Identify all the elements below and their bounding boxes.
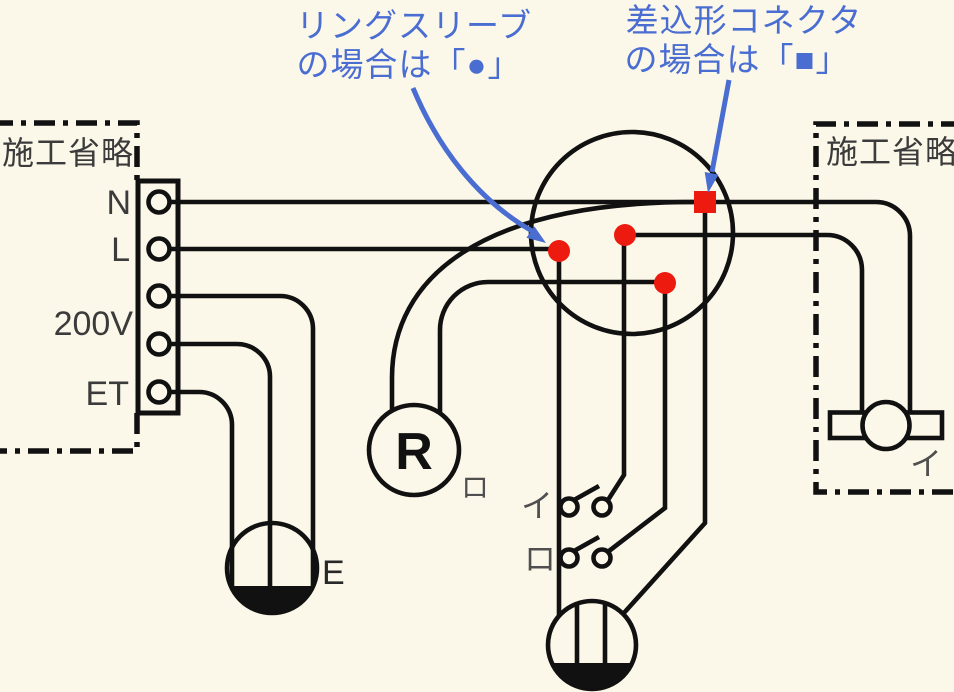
ring-sleeve-joint-1 [548,240,570,262]
switch-ro-blade [572,534,601,554]
ring-sleeve-arrowhead [526,226,546,243]
terminal-label-et: ET [86,375,129,413]
lamp-receptacle: R ロ [366,402,489,503]
ring-sleeve-note-line2: の場合は「●」 [297,46,522,83]
switch-ro-label: ロ [524,541,556,577]
lamp-receptacle-circuit-label: ロ [461,472,489,503]
push-connector-arrow [709,79,732,173]
terminal-label-n: N [106,184,131,222]
wire-earth [169,389,235,586]
source-panel: 施工省略 N L 200V ET [0,120,181,454]
outlet-200v: E [224,520,345,616]
wire-receptacle-to-joint3 [437,279,655,413]
ring-sleeve-arrow [410,87,534,234]
switch-i-terminal-right [591,496,613,518]
joints [548,191,716,294]
push-connector-note-line2: の場合は「■」 [625,41,850,78]
wire-switched-i-to-light [625,232,865,414]
ring-sleeve-joint-3 [654,272,676,294]
omitted-panel-label: 施工省略 [826,134,954,170]
terminal-label-l: L [111,231,130,269]
outlet-200v-wall-mark [230,586,314,613]
switch-i-label: イ [521,488,553,524]
wall-outlet-body [545,598,639,692]
fluorescent-light-label: イ [910,446,942,482]
terminal-200v-b [146,331,172,357]
outlet-200v-body [224,520,320,616]
wire-receptacle-neutral-sweep [389,199,696,411]
push-connector-note-line1: 差込形コネクタ [626,2,863,39]
fluorescent-light-circle [860,399,912,452]
switch-ro-terminal-right [591,547,613,569]
wire-200v-line1 [169,293,316,586]
omitted-panel-right: 施工省略 イ [813,121,954,495]
terminal-n [146,189,172,215]
annotation-push-connector: 差込形コネクタ の場合は「■」 [625,2,863,193]
lamp-receptacle-letter: R [395,423,433,481]
wires [169,199,913,616]
switch-ro-terminal-left [558,547,580,569]
switch-i-blade [572,483,601,503]
lamp-receptacle-body [366,402,462,498]
wire-joint2-to-switch-i [606,245,627,502]
source-panel-border [0,120,140,454]
annotation-ring-sleeve: リングスリーブ の場合は「●」 [296,7,546,243]
ring-sleeve-joint-2 [614,224,636,246]
wire-neutral [169,199,913,414]
source-panel-label: 施工省略 [2,135,134,171]
wire-200v-line2 [169,341,273,586]
switch-ro: ロ [524,534,613,577]
wall-outlet [545,598,639,692]
ring-sleeve-note-line1: リングスリーブ [296,7,532,44]
terminal-200v-a [146,283,172,309]
wall-outlet-wall-mark [551,663,633,689]
terminal-label-200v: 200V [54,305,134,343]
switch-i-terminal-left [558,496,580,518]
push-connector-joint [694,191,716,213]
outlet-200v-label: E [322,554,345,592]
wire-joint3-to-switch-ro [607,293,668,553]
omitted-panel-border [813,121,954,495]
wire-neutral-to-outlet [621,213,708,616]
terminal-et [146,379,172,405]
push-connector-arrowhead [704,172,719,193]
switch-i: イ [521,483,613,524]
terminal-l [146,236,172,262]
